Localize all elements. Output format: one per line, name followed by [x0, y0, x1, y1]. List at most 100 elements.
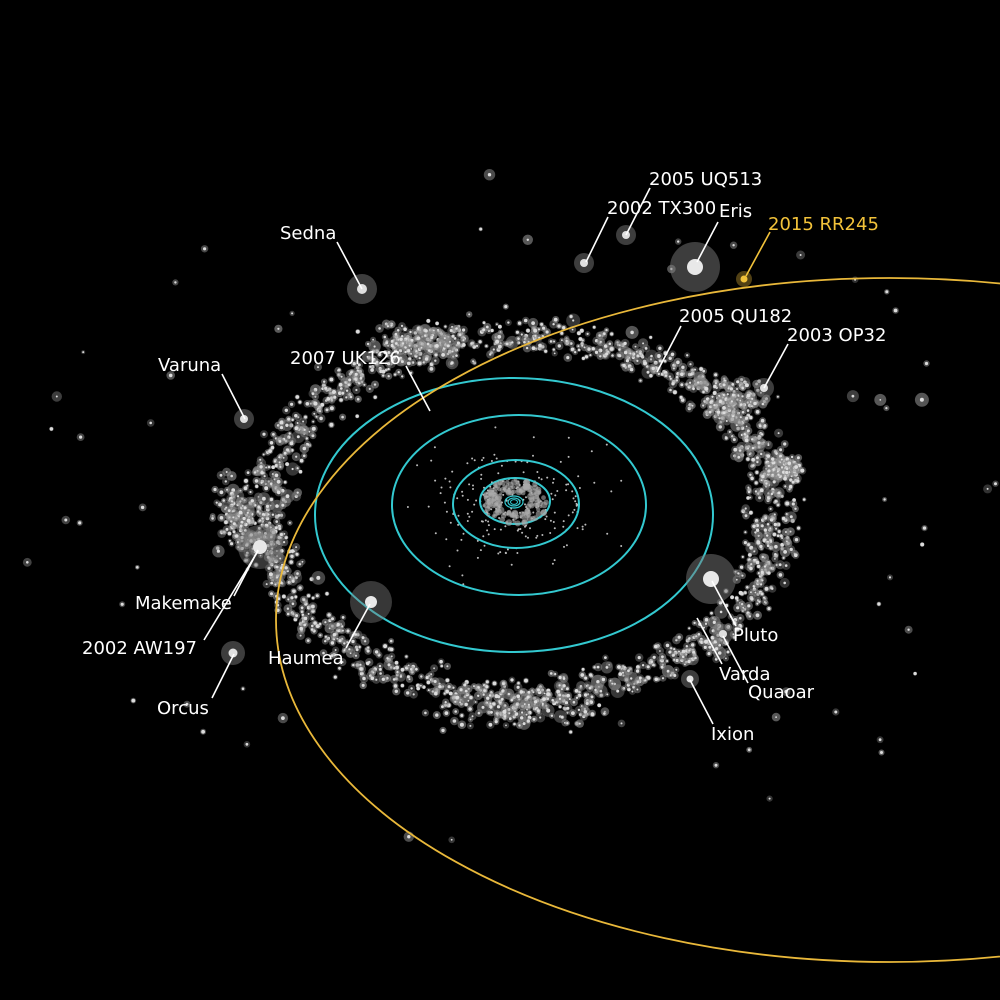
kbo-dot — [355, 414, 359, 418]
kbo-dot — [404, 346, 407, 349]
kbo-dot — [768, 797, 771, 800]
inner-dot — [574, 495, 577, 498]
kbo-dot — [341, 415, 344, 419]
inner-dot — [552, 521, 555, 523]
leader-haumea — [345, 603, 371, 649]
kbo-dot — [681, 649, 686, 654]
kbo-dot — [424, 711, 427, 715]
kbo-dot — [544, 349, 548, 353]
kbo-dot — [237, 546, 240, 549]
kbo-dot — [410, 353, 412, 355]
kbo-dot — [727, 387, 730, 390]
orbit-neptune — [314, 377, 714, 653]
kbo-dot — [275, 565, 279, 569]
kbo-dot — [558, 705, 562, 709]
kbo-dot — [319, 410, 321, 413]
kbo-dot — [526, 328, 530, 333]
kbo-dot — [670, 647, 673, 650]
kbo-dot — [394, 660, 399, 665]
kbo-dot — [363, 640, 367, 643]
kbo-dot — [712, 391, 717, 395]
kbo-dot — [776, 470, 779, 473]
kbo-dot — [526, 238, 529, 241]
kbo-dot — [237, 514, 241, 518]
kbo-dot — [760, 583, 763, 586]
kbo-dot — [782, 470, 786, 474]
inner-dot — [456, 549, 459, 552]
kbo-dot — [537, 688, 540, 692]
kbo-dot — [589, 354, 592, 357]
kbo-dot — [373, 345, 376, 348]
inner-dot — [448, 565, 451, 568]
kbo-dot — [459, 722, 464, 727]
kbo-dot — [267, 566, 271, 570]
kbo-dot — [400, 324, 404, 327]
kbo-dot — [259, 519, 262, 522]
kbo-dot — [244, 529, 247, 532]
kbo-dot — [560, 715, 564, 719]
kbo-dot — [450, 838, 453, 841]
asteroid-dot — [499, 492, 503, 496]
kbo-dot — [780, 466, 784, 469]
kbo-dot — [775, 527, 778, 530]
kbo-dot — [560, 688, 563, 691]
kbo-dot — [215, 501, 218, 504]
kbo-dot — [299, 626, 304, 631]
kbo-dot — [672, 367, 675, 370]
kbo-dot — [329, 377, 334, 382]
kbo-dot — [691, 368, 694, 372]
kbo-dot — [379, 672, 382, 675]
kbo-dot — [303, 623, 307, 627]
kbo-dot — [719, 610, 723, 614]
kbo-dot — [354, 633, 358, 636]
kbo-dot — [332, 390, 336, 394]
kbo-dot — [625, 359, 630, 363]
kbo-dot — [307, 612, 310, 615]
kbo-dot — [754, 481, 758, 485]
kbo-dot — [658, 346, 662, 350]
inner-dot — [567, 483, 570, 486]
kbo-dot — [780, 458, 783, 461]
kbo-dot — [616, 689, 620, 693]
kbo-dot — [907, 628, 910, 631]
kbo-dot — [498, 324, 502, 329]
kbo-dot — [688, 627, 691, 630]
kbo-dot — [343, 642, 346, 645]
kbo-dot — [283, 480, 287, 484]
kbo-dot — [562, 326, 566, 330]
kbo-dot — [279, 513, 284, 517]
kbo-dot — [489, 705, 493, 709]
kbo-dot — [454, 710, 458, 713]
kbo-dot — [622, 363, 626, 368]
kbo-dot — [315, 594, 319, 598]
kbo-dot — [629, 367, 634, 372]
kbo-dot — [739, 399, 742, 402]
kbo-dot — [291, 312, 294, 315]
inner-dot — [572, 497, 575, 500]
asteroid-dot — [484, 506, 491, 512]
kbo-dot — [773, 522, 777, 527]
inner-dot — [536, 471, 539, 473]
label-2003-op32: 2003 OP32 — [787, 325, 886, 346]
kbo-dot — [232, 516, 235, 519]
label-varuna: Varuna — [158, 355, 221, 376]
kbo-dot — [673, 658, 676, 661]
kbo-dot — [550, 714, 554, 717]
kbo-dot — [273, 460, 277, 463]
kbo-dot — [464, 680, 469, 685]
kbo-dot — [438, 685, 442, 689]
kbo-dot — [434, 359, 437, 362]
label-sedna: Sedna — [280, 223, 336, 244]
kbo-dot — [608, 663, 611, 666]
kbo-dot — [756, 579, 759, 582]
inner-dot — [471, 457, 474, 460]
kbo-dot — [771, 473, 774, 476]
kbo-dot — [704, 386, 709, 391]
kbo-dot — [525, 346, 529, 350]
kbo-dot — [262, 453, 265, 456]
kbo-dot — [684, 663, 686, 666]
kbo-dot — [370, 365, 375, 369]
kbo-dot — [393, 684, 398, 688]
kbo-dot — [463, 695, 467, 698]
asteroid-dot — [541, 495, 546, 501]
